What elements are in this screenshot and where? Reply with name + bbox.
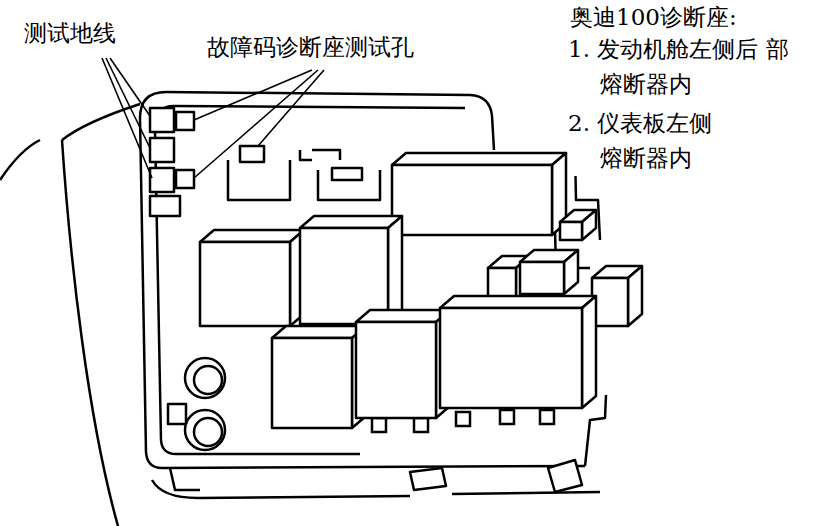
relay-face — [440, 296, 596, 308]
leader-line — [258, 70, 324, 146]
leader-line — [106, 58, 150, 148]
fender-line — [0, 140, 40, 180]
relay-foot — [414, 418, 428, 432]
relay — [560, 210, 596, 240]
terminal-block — [150, 196, 180, 216]
fuse-cap — [194, 418, 222, 446]
connector-pin — [332, 168, 362, 180]
relay-face — [300, 216, 402, 228]
relay-face — [392, 165, 552, 235]
relay-face — [356, 310, 450, 322]
relay-foot — [372, 418, 386, 432]
relay-face — [272, 338, 352, 428]
callout-label: 2. 仪表板左侧 熔断器内 — [568, 106, 733, 176]
relay-face — [440, 308, 582, 408]
housing-lower-edge — [452, 492, 600, 494]
leader-lines — [102, 58, 324, 178]
relay-face — [392, 153, 566, 165]
relay — [392, 153, 566, 235]
relay — [200, 230, 304, 326]
relay-face — [356, 322, 436, 418]
relay-face — [564, 250, 578, 294]
leader-line — [194, 70, 318, 178]
relay-face — [592, 278, 628, 326]
relay-foot — [500, 410, 514, 424]
relay-face — [582, 210, 596, 240]
connector-clip — [300, 150, 340, 160]
relay-face — [582, 296, 596, 408]
relay-foot — [540, 410, 554, 424]
housing-border — [140, 118, 585, 468]
housing-border — [140, 92, 494, 150]
relay — [356, 310, 450, 418]
test-hole — [176, 170, 194, 188]
callout-label: 测试地线 — [22, 16, 118, 51]
clip — [410, 468, 446, 490]
relay-face — [200, 230, 304, 242]
test-ground-terminal — [150, 138, 174, 162]
relay-face — [628, 266, 642, 326]
housing-edge — [585, 395, 606, 466]
relay-face — [272, 326, 366, 338]
leader-line — [102, 58, 152, 178]
diagnostic-socket — [228, 160, 290, 200]
relay — [592, 266, 642, 326]
diagnostic-socket-hole — [240, 146, 264, 162]
callout-label: 1. 发动机舱左侧后 部熔断器内 — [568, 32, 793, 102]
relay — [272, 326, 366, 428]
fuse-box-outline — [0, 92, 606, 526]
callout-label: 故障码诊断座测试孔 — [205, 30, 416, 65]
leader-line — [194, 70, 312, 120]
test-hole — [176, 112, 194, 130]
relay — [300, 216, 402, 324]
clip — [548, 460, 582, 492]
fuse — [168, 404, 186, 424]
relay-face — [560, 222, 582, 240]
clip — [170, 468, 200, 490]
relay — [440, 296, 596, 408]
fender-line — [62, 140, 118, 526]
test-ground-terminal — [150, 108, 174, 132]
relay-face — [520, 262, 564, 294]
fuse-cap — [185, 410, 225, 450]
fuse-cap — [194, 366, 222, 394]
relay — [520, 250, 578, 294]
relay-foot — [456, 412, 470, 426]
fuse-cap — [185, 358, 225, 398]
relay-group — [200, 153, 642, 432]
relay-face — [200, 242, 290, 326]
callout-label: 奥迪100诊断座: — [568, 0, 739, 35]
relay-face — [388, 216, 402, 324]
test-ground-terminal — [150, 168, 174, 192]
